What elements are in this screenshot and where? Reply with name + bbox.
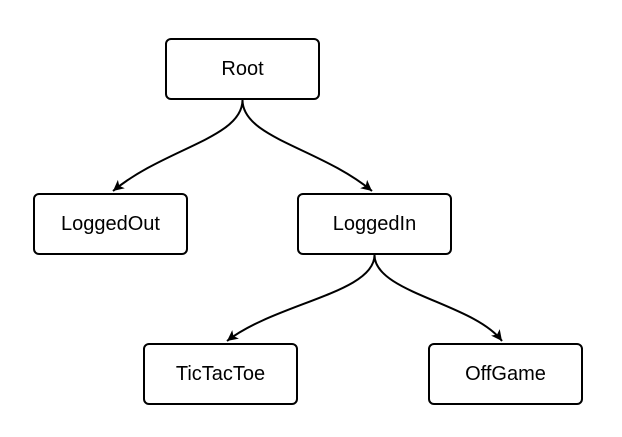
node-offgame-label: OffGame: [465, 362, 546, 385]
node-loggedout-label: LoggedOut: [61, 212, 160, 235]
node-root: Root: [165, 38, 320, 100]
edge-loggedin-to-tictactoe: [226, 254, 376, 342]
edge-root-to-loggedin: [241, 99, 373, 192]
node-offgame: OffGame: [428, 343, 583, 405]
node-loggedin: LoggedIn: [297, 193, 452, 255]
node-root-label: Root: [221, 57, 264, 80]
edge-loggedin-to-offgame: [373, 254, 503, 342]
node-loggedin-label: LoggedIn: [332, 212, 417, 235]
edge-root-to-loggedout: [112, 99, 244, 192]
node-tictactoe: TicTacToe: [143, 343, 298, 405]
node-tictactoe-label: TicTacToe: [175, 362, 266, 385]
node-loggedout: LoggedOut: [33, 193, 188, 255]
